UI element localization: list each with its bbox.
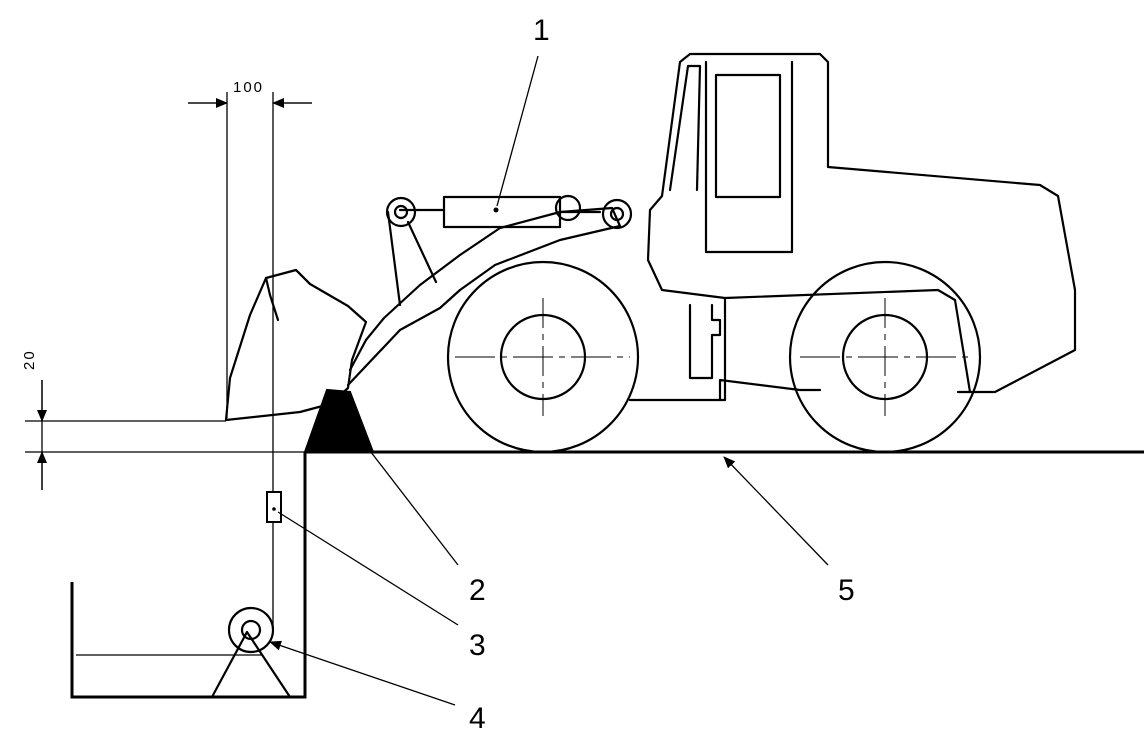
loader-body [628, 52, 1077, 402]
pulley-stand [76, 606, 292, 699]
callout-5-label: 5 [838, 574, 855, 607]
lift-arm [346, 206, 622, 387]
dimension-100: 100 [188, 79, 312, 418]
rear-wheel [788, 260, 982, 454]
dimension-100-label: 100 [233, 79, 264, 96]
callout-4-label: 4 [469, 702, 486, 731]
wheel-chock [303, 388, 375, 453]
callout-3-label: 3 [469, 629, 486, 662]
dimension-20-label: 20 [21, 349, 38, 370]
ground-surface [70, 450, 1144, 699]
callout-1-label: 1 [533, 14, 550, 47]
measuring-line [266, 92, 282, 630]
callout-2-label: 2 [469, 574, 486, 607]
load-sensor [266, 491, 282, 523]
bucket [224, 268, 368, 422]
dimension-20: 20 [21, 349, 305, 490]
hydraulic-cylinder [385, 194, 633, 230]
leader-lines [269, 55, 829, 706]
front-wheel [446, 260, 640, 454]
